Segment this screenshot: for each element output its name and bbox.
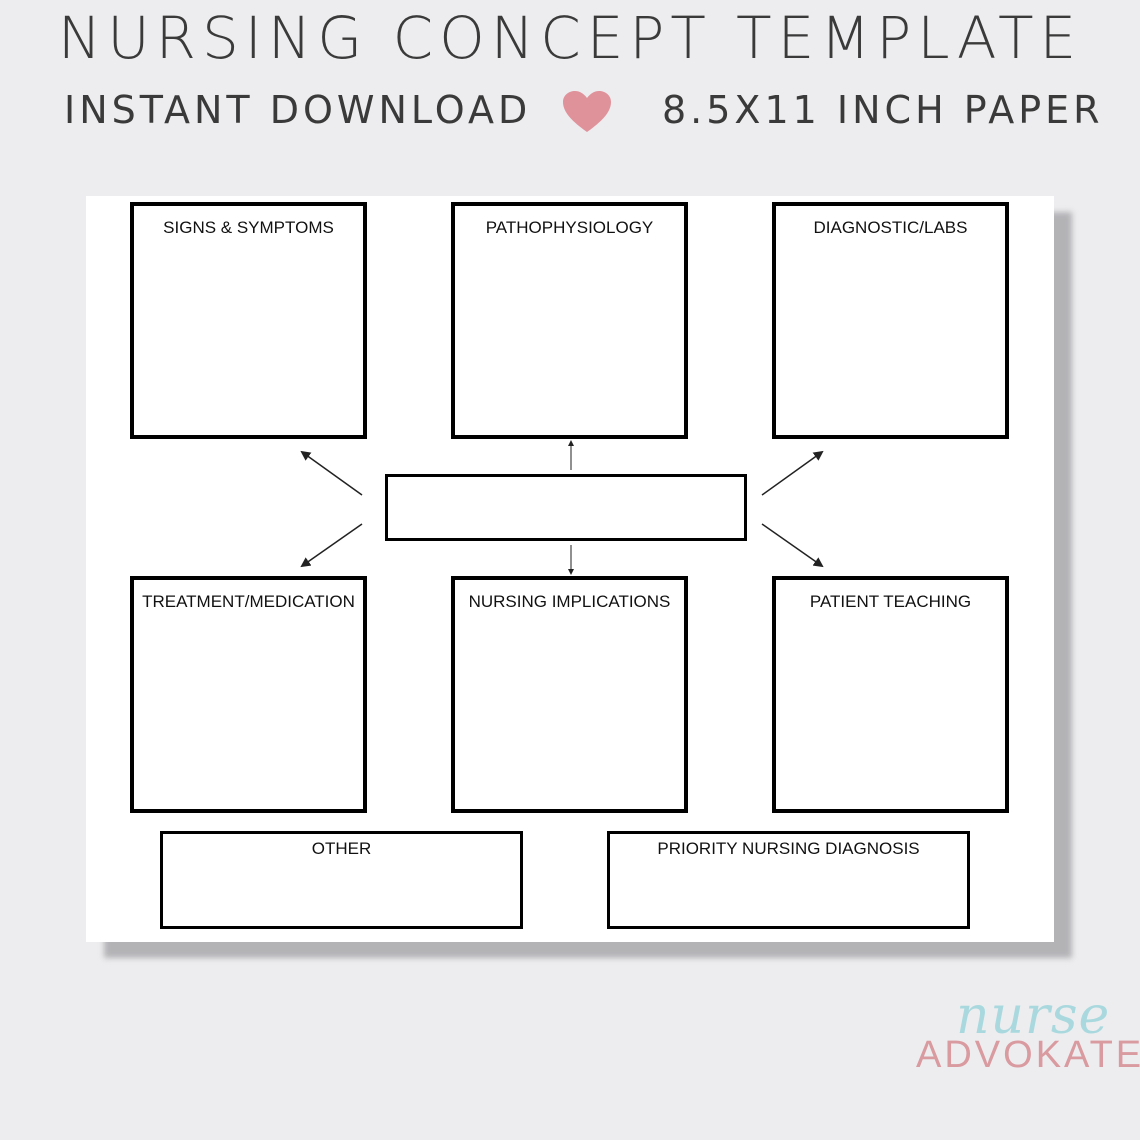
template-sheet: SIGNS & SYMPTOMS PATHOPHYSIOLOGY DIAGNOS… [86, 196, 1054, 942]
box-nursing-implications: NURSING IMPLICATIONS [451, 576, 688, 813]
logo-script-text: nurse [956, 986, 1111, 1046]
box-signs-symptoms: SIGNS & SYMPTOMS [130, 202, 367, 439]
box-label: PATHOPHYSIOLOGY [485, 218, 654, 237]
box-label: PRIORITY NURSING DIAGNOSIS [657, 839, 920, 858]
box-treatment-medication: TREATMENT/MEDICATION [130, 576, 367, 813]
arrow-to-teaching [761, 523, 824, 568]
arrow-to-treatment [300, 523, 363, 568]
box-label: TREATMENT/MEDICATION [142, 592, 355, 611]
center-concept-box[interactable] [385, 474, 747, 541]
page-title: NURSING CONCEPT TEMPLATE [57, 4, 1083, 72]
connector-arrows [300, 440, 824, 575]
box-label: NURSING IMPLICATIONS [468, 592, 671, 611]
box-label: DIAGNOSTIC/LABS [813, 218, 968, 237]
arrow-to-diagnostic [761, 450, 824, 496]
box-other: OTHER [160, 831, 523, 929]
logo-word-text: ADVOKATE [916, 1034, 1140, 1076]
subtitle-paper-size: 8.5X11 INCH PAPER [662, 88, 1104, 132]
box-pathophysiology: PATHOPHYSIOLOGY [451, 202, 688, 439]
nurse-advokate-logo: nurse ADVOKATE [912, 986, 1140, 1100]
box-priority-nursing-diagnosis: PRIORITY NURSING DIAGNOSIS [607, 831, 970, 929]
arrow-to-signs [300, 450, 363, 496]
box-patient-teaching: PATIENT TEACHING [772, 576, 1009, 813]
subtitle-row: INSTANT DOWNLOAD 8.5X11 INCH PAPER [0, 88, 1140, 138]
subtitle-instant-download: INSTANT DOWNLOAD [64, 88, 532, 132]
box-label: OTHER [311, 839, 372, 858]
box-diagnostic-labs: DIAGNOSTIC/LABS [772, 202, 1009, 439]
box-label: PATIENT TEACHING [809, 592, 972, 611]
heart-icon [563, 91, 611, 132]
box-label: SIGNS & SYMPTOMS [163, 218, 334, 237]
